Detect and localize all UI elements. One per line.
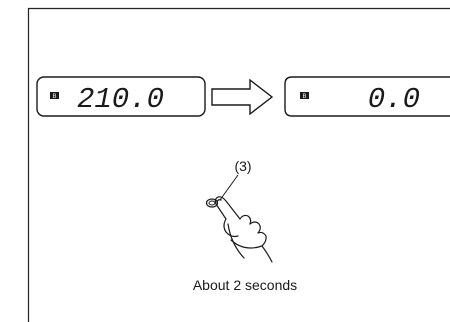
left-display-frame (36, 76, 206, 117)
right-display: B 0.0 (284, 76, 450, 117)
right-mode-icon-label: B (302, 94, 306, 100)
right-display-frame (284, 76, 450, 117)
left-mode-icon-label: B (52, 94, 56, 100)
left-display: B 210.0 (36, 76, 206, 117)
pressing-hand-icon (214, 196, 273, 263)
transition-arrow (211, 78, 274, 116)
key-button (205, 198, 219, 208)
right-display-reading: 0.0 (368, 83, 420, 116)
caption: About 2 seconds (193, 277, 297, 293)
right-mode-icon: B (300, 92, 309, 100)
callout-leader-line (219, 174, 239, 201)
left-display-reading: 210.0 (77, 83, 164, 116)
callout-label: (3) (234, 158, 251, 174)
left-mode-icon: B (50, 92, 59, 100)
